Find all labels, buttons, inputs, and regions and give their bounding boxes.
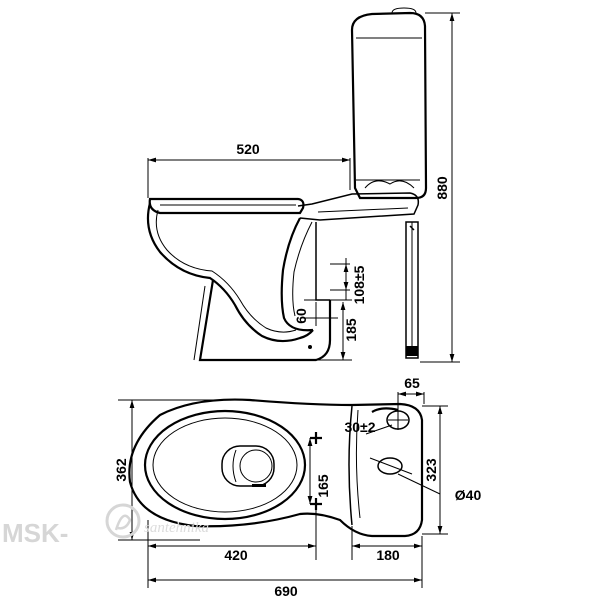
dim-label-outlet-distance: 180	[376, 547, 400, 563]
tank-holes	[369, 407, 413, 475]
dim-323: 323	[422, 405, 448, 535]
watermark: MSK- santehnika	[2, 503, 209, 548]
dim-880: 880	[420, 12, 460, 363]
dim-185: 185	[316, 299, 359, 361]
side-view: 520 880 108±5 185 60	[146, 7, 460, 363]
dim-label-width-total: 362	[113, 458, 129, 482]
dim-label-drain-diameter: Ø40	[455, 487, 482, 503]
top-view: 65 30±2 362 323 165 Ø40	[113, 375, 481, 599]
dim-label-length-total: 690	[274, 583, 298, 599]
dim-362: 362	[113, 399, 250, 541]
dim-520: 520	[147, 141, 351, 198]
dim-label-tank-width: 323	[423, 458, 439, 482]
cistern-outline	[350, 7, 428, 200]
dim-180: 180	[351, 526, 423, 563]
dim-label-outlet-diameter: 60	[293, 308, 309, 324]
dim-40: Ø40	[397, 473, 482, 503]
dim-30: 30±2	[344, 419, 393, 435]
top-outline	[128, 398, 424, 538]
dim-690: 690	[147, 560, 423, 599]
dim-108: 108±5	[343, 258, 367, 304]
dim-label-length-top: 520	[236, 141, 260, 157]
watermark-brand: MSK-	[2, 518, 68, 548]
dim-label-outlet-height: 185	[343, 318, 359, 342]
dim-60: 60	[293, 302, 317, 326]
flush-button-outline	[221, 445, 275, 487]
bowl-outline	[146, 202, 338, 362]
dim-label-height-total: 880	[434, 176, 450, 200]
dim-label-bolt-distance: 420	[224, 547, 248, 563]
dim-165: 165	[307, 438, 331, 504]
dim-label-bolt-spacing: 165	[315, 474, 331, 498]
dim-420: 420	[147, 510, 317, 563]
dim-label-inlet-offset: 65	[404, 375, 420, 391]
dim-65: 65	[397, 375, 425, 412]
dim-label-outlet-offset: 108±5	[351, 265, 367, 304]
dim-label-inlet-diameter: 30±2	[344, 419, 375, 435]
watermark-script: santehnika	[144, 520, 209, 536]
watermark-logo-icon	[105, 503, 141, 539]
